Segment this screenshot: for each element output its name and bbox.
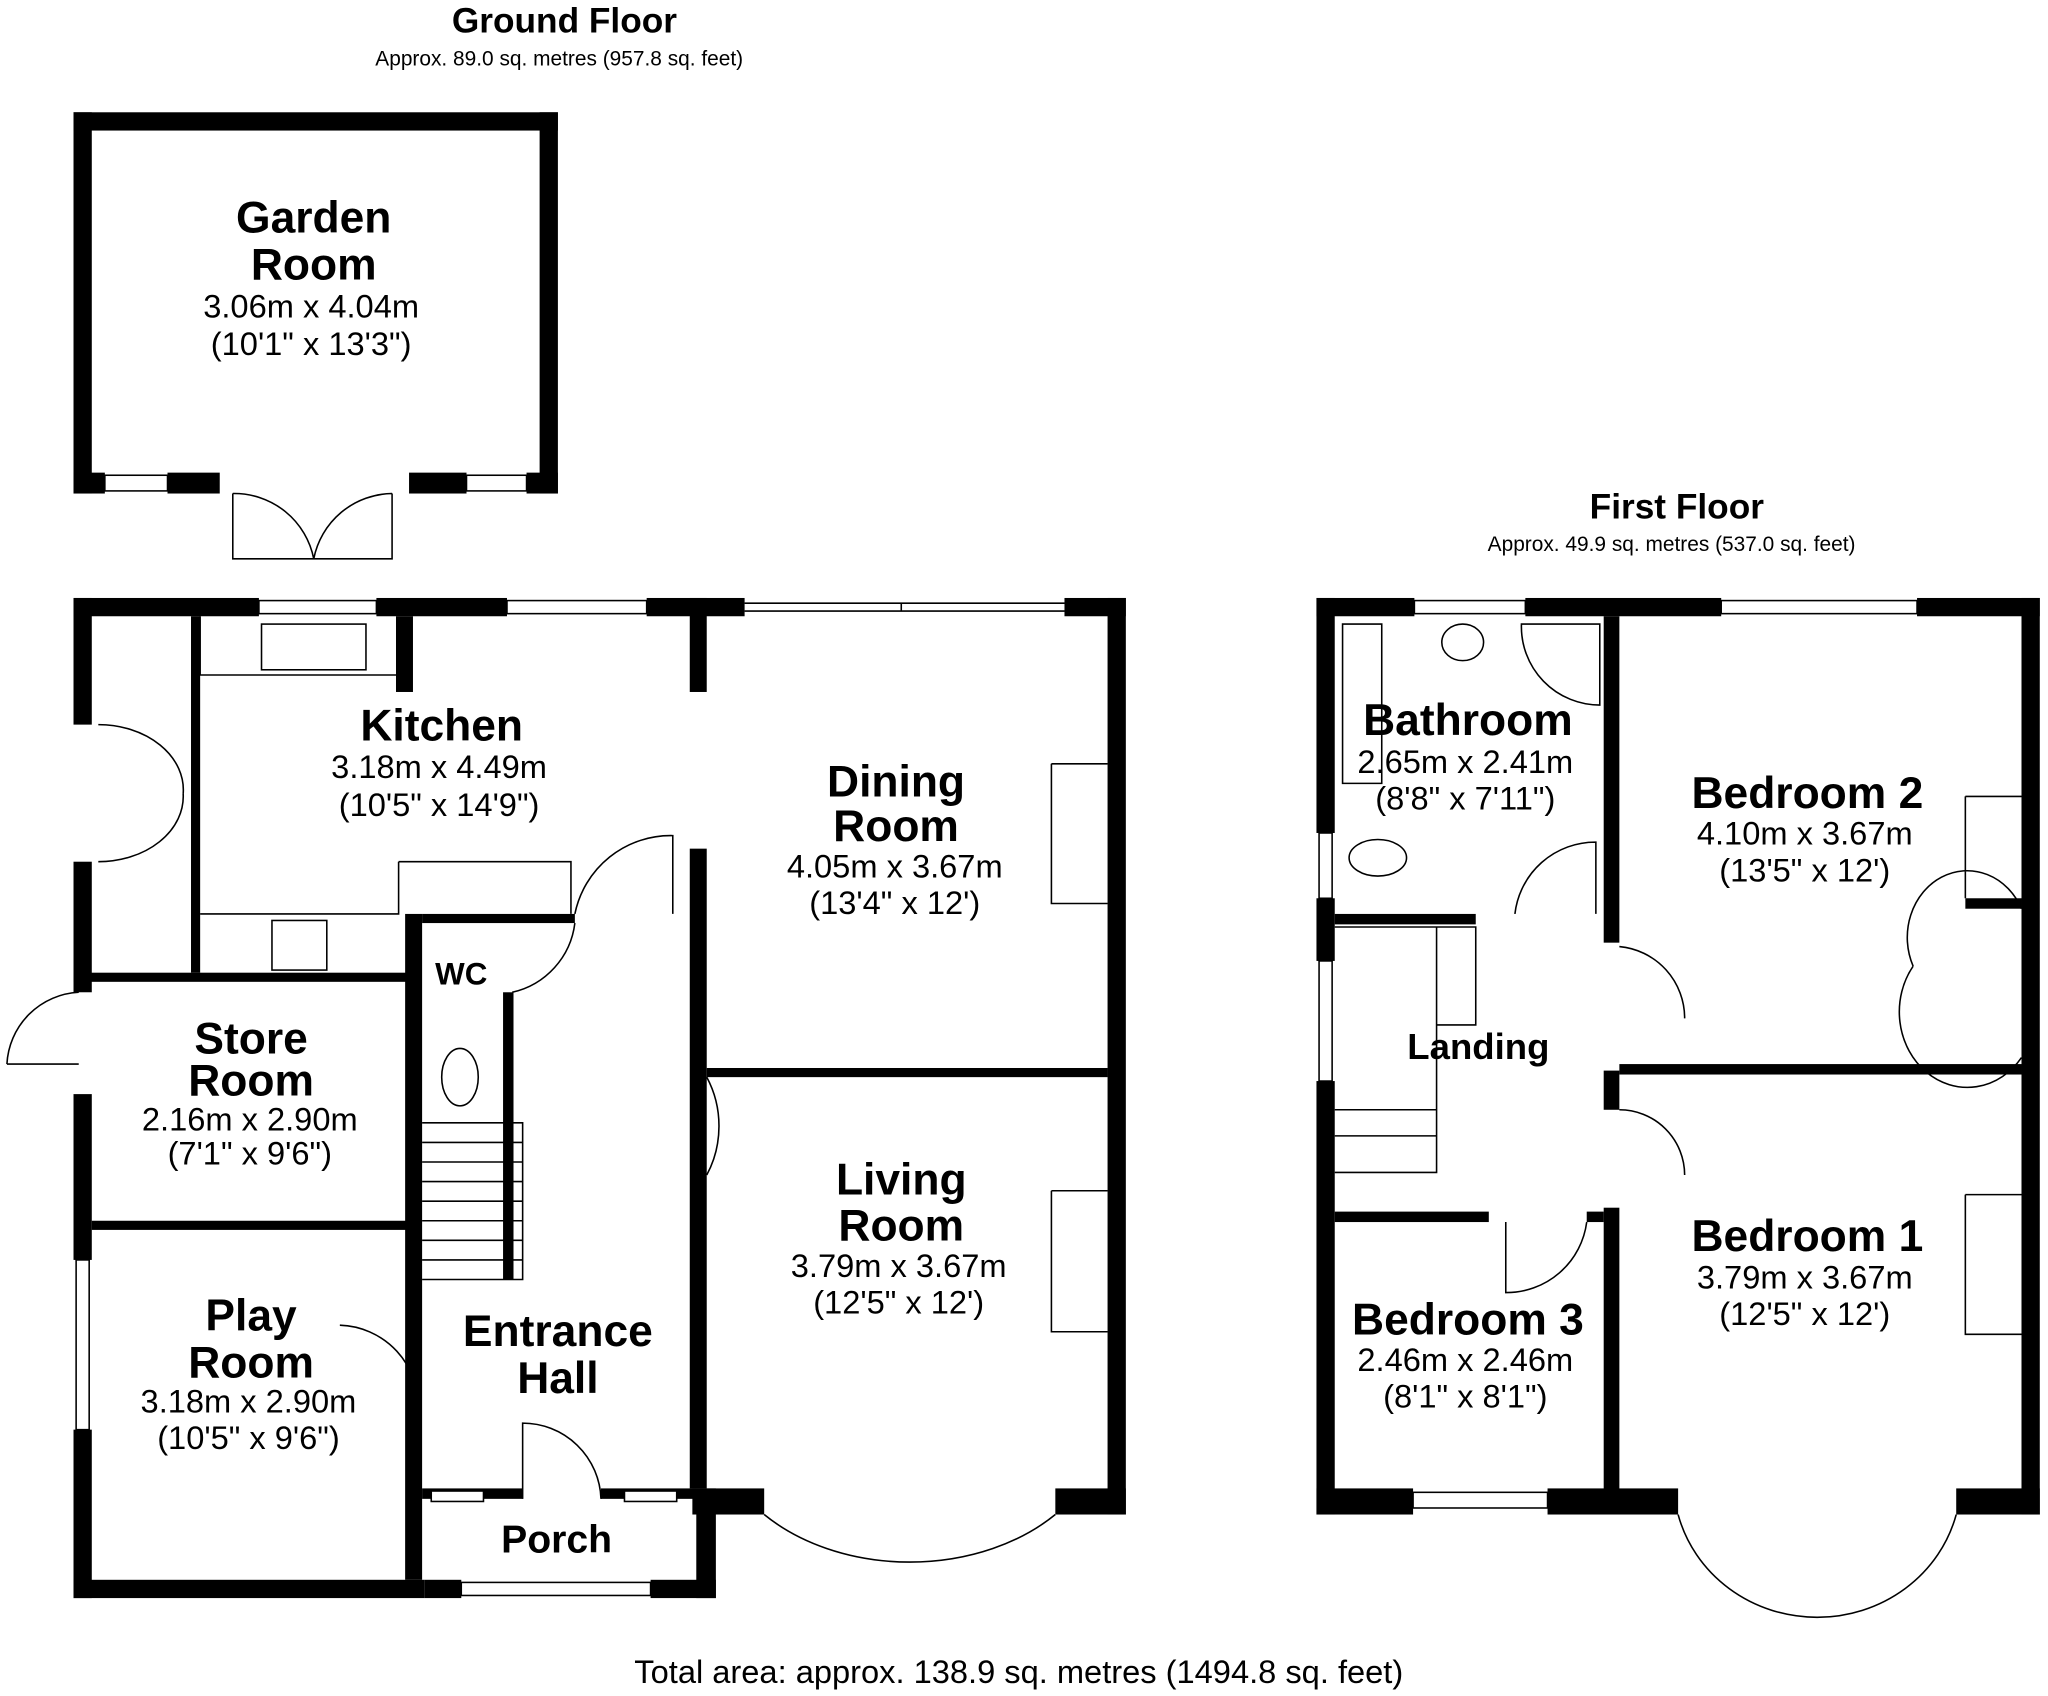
svg-text:3.18m x 4.49m: 3.18m x 4.49m [331,748,547,785]
svg-text:Living: Living [836,1156,967,1205]
svg-text:Room: Room [188,1056,314,1105]
total-area: Total area: approx. 138.9 sq. metres (14… [634,1653,1403,1690]
svg-text:(8'8" x 7'11"): (8'8" x 7'11") [1375,779,1555,816]
svg-text:(12'5" x 12'): (12'5" x 12') [1719,1295,1890,1332]
svg-text:Garden: Garden [236,193,391,242]
first-floor-title: First Floor [1590,487,1765,526]
svg-text:(10'5" x 9'6"): (10'5" x 9'6") [157,1419,340,1456]
room-landing: Landing [1407,1026,1549,1067]
svg-text:(13'5" x 12'): (13'5" x 12') [1719,851,1890,888]
ground-floor-title: Ground Floor [452,2,677,41]
svg-text:3.18m x 2.90m: 3.18m x 2.90m [141,1383,357,1420]
svg-text:3.79m x 3.67m: 3.79m x 3.67m [1697,1259,1913,1296]
svg-text:Store: Store [194,1015,307,1064]
svg-text:Play: Play [205,1291,297,1340]
svg-text:Room: Room [188,1338,314,1387]
room-dining-room: Dining Room 4.05m x 3.67m (13'4" x 12') [787,757,1003,921]
room-entrance-hall: Entrance Hall [463,1307,653,1403]
room-kitchen: Kitchen 3.18m x 4.49m (10'5" x 14'9") [331,701,547,823]
svg-text:Kitchen: Kitchen [360,701,523,750]
ground-floor-walls [6,597,1126,1599]
svg-text:4.05m x 3.67m: 4.05m x 3.67m [787,847,1003,884]
svg-text:Bedroom 1: Bedroom 1 [1691,1212,1923,1261]
svg-text:Dining: Dining [827,757,965,806]
svg-text:2.46m x 2.46m: 2.46m x 2.46m [1357,1341,1573,1378]
room-porch: Porch [501,1518,612,1561]
svg-text:Bathroom: Bathroom [1363,696,1573,745]
svg-text:2.16m x 2.90m: 2.16m x 2.90m [142,1101,358,1138]
svg-text:Room: Room [838,1201,964,1250]
first-floor-walls [1316,597,2040,1619]
svg-text:Entrance: Entrance [463,1307,653,1356]
svg-text:3.06m x 4.04m: 3.06m x 4.04m [203,287,419,324]
svg-text:(7'1" x 9'6"): (7'1" x 9'6") [168,1135,332,1172]
room-bedroom-1: Bedroom 1 3.79m x 3.67m (12'5" x 12') [1691,1212,1923,1332]
svg-text:(10'1" x 13'3"): (10'1" x 13'3") [211,325,412,362]
svg-text:(12'5" x 12'): (12'5" x 12') [813,1283,984,1320]
room-bedroom-2: Bedroom 2 4.10m x 3.67m (13'5" x 12') [1691,769,1923,888]
svg-text:Room: Room [251,240,377,289]
svg-text:Room: Room [833,802,959,851]
garden-room-walls [73,112,558,560]
room-bedroom-3: Bedroom 3 2.46m x 2.46m (8'1" x 8'1") [1352,1295,1584,1414]
svg-text:3.79m x 3.67m: 3.79m x 3.67m [791,1247,1007,1284]
svg-text:(8'1" x 8'1"): (8'1" x 8'1") [1383,1377,1547,1414]
room-garden-room: Garden Room 3.06m x 4.04m (10'1" x 13'3"… [203,193,419,362]
svg-text:(13'4" x 12'): (13'4" x 12') [809,884,980,921]
svg-text:Bedroom 2: Bedroom 2 [1691,769,1923,818]
room-bathroom: Bathroom 2.65m x 2.41m (8'8" x 7'11") [1357,696,1573,816]
svg-text:2.65m x 2.41m: 2.65m x 2.41m [1357,743,1573,780]
svg-text:Bedroom 3: Bedroom 3 [1352,1295,1584,1344]
svg-text:(10'5" x 14'9"): (10'5" x 14'9") [339,786,540,823]
room-wc: WC [435,956,487,991]
room-play-room: Play Room 3.18m x 2.90m (10'5" x 9'6") [141,1291,357,1456]
svg-text:Hall: Hall [517,1354,598,1403]
ground-floor-area: Approx. 89.0 sq. metres (957.8 sq. feet) [375,47,743,70]
svg-text:4.10m x 3.67m: 4.10m x 3.67m [1697,815,1913,852]
first-floor-area: Approx. 49.9 sq. metres (537.0 sq. feet) [1488,533,1856,556]
room-store-room: Store Room 2.16m x 2.90m (7'1" x 9'6") [142,1015,358,1172]
room-living-room: Living Room 3.79m x 3.67m (12'5" x 12') [791,1156,1007,1321]
